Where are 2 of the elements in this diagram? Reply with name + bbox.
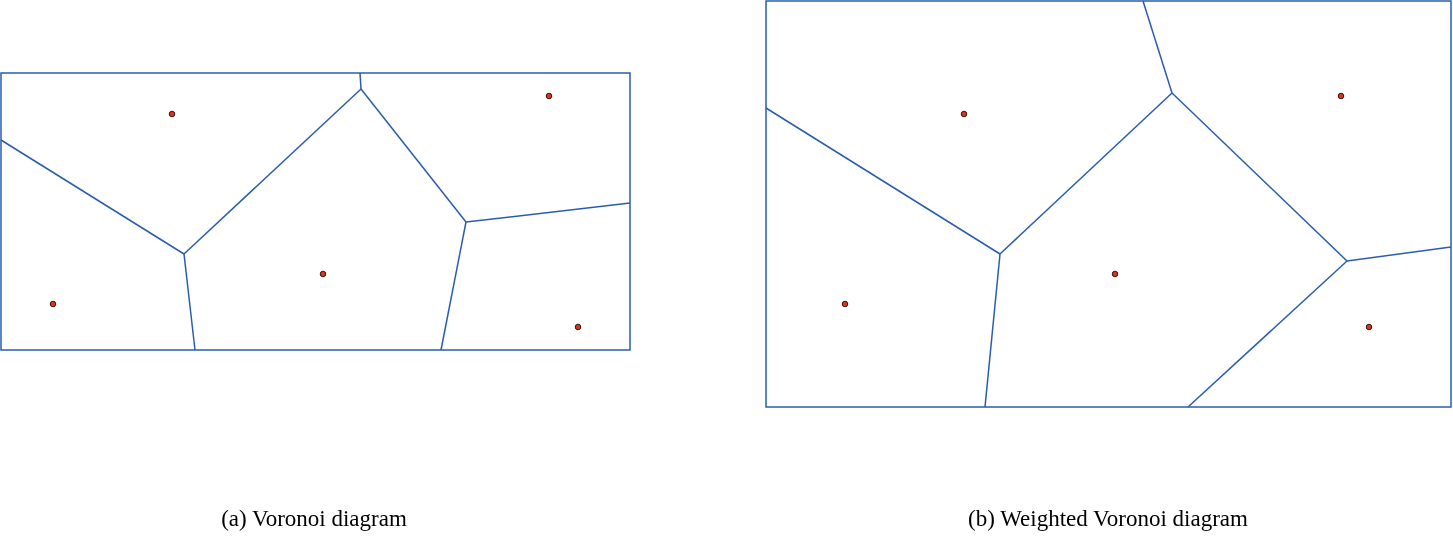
- figure-caption: (a) Voronoi diagram: [221, 506, 407, 532]
- figure-caption: (b) Weighted Voronoi diagram: [968, 506, 1248, 532]
